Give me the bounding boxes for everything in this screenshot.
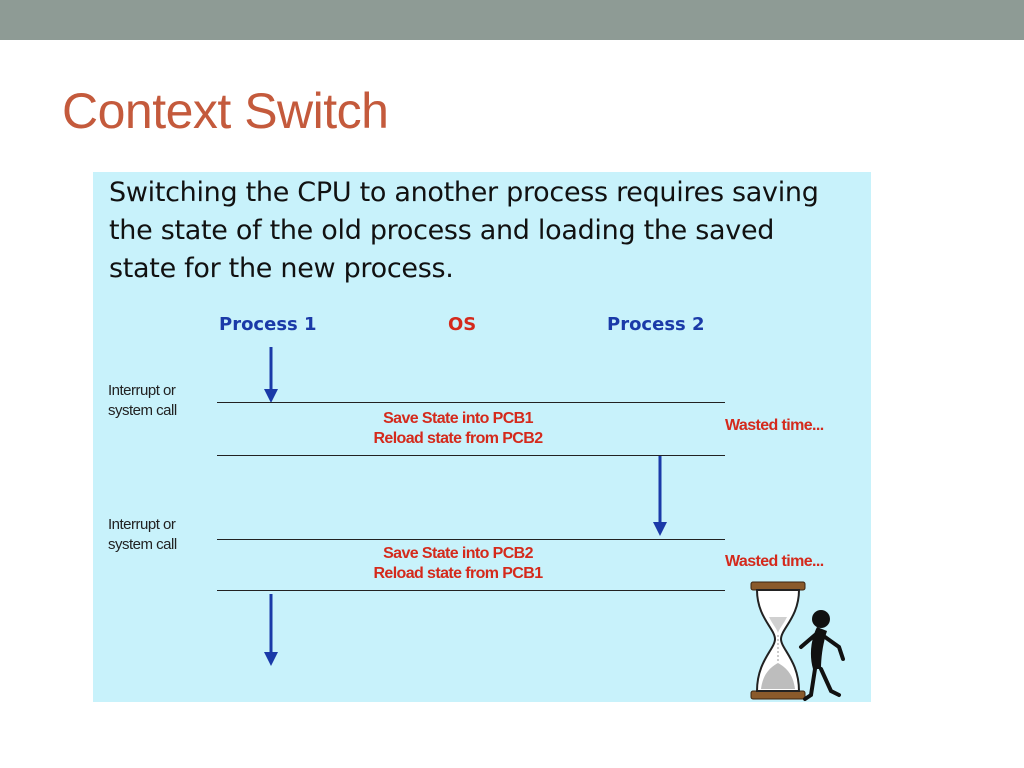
trigger-label-1-line-2: system call [108, 402, 177, 419]
down-arrow-icon [264, 347, 278, 403]
switch-1-reload-text: Reload state from PCB2 [373, 430, 543, 447]
intro-line-1: Switching the CPU to another process req… [109, 177, 819, 208]
column-header-os: OS [448, 314, 477, 335]
switch-2-save-text: Save State into PCB2 [383, 545, 533, 562]
top-bar [0, 0, 1024, 40]
down-arrow-icon [653, 456, 667, 536]
switch-2-reload-text: Reload state from PCB1 [373, 565, 543, 582]
switch-2-wasted-label: Wasted time... [725, 553, 824, 570]
switch-2-end-line [217, 590, 725, 591]
column-header-process-2: Process 2 [607, 314, 705, 335]
switch-2-start-line [217, 539, 725, 540]
switch-1-os-text: Save State into PCB1 Reload state from P… [293, 409, 623, 449]
slide-title: Context Switch [62, 83, 389, 139]
trigger-label-1: Interrupt or system call [108, 381, 177, 421]
switch-1-save-text: Save State into PCB1 [383, 410, 533, 427]
intro-text: Switching the CPU to another process req… [109, 174, 869, 288]
down-arrow-icon [264, 594, 278, 666]
intro-line-3: state for the new process. [109, 253, 454, 284]
trigger-label-2-line-1: Interrupt or [108, 516, 176, 533]
trigger-label-2-line-2: system call [108, 536, 177, 553]
switch-1-end-line [217, 455, 725, 456]
switch-1-start-line [217, 402, 725, 403]
column-header-process-1: Process 1 [219, 314, 317, 335]
switch-2-os-text: Save State into PCB2 Reload state from P… [293, 544, 623, 584]
trigger-label-2: Interrupt or system call [108, 515, 177, 555]
trigger-label-1-line-1: Interrupt or [108, 382, 176, 399]
hourglass-icon [750, 581, 845, 701]
switch-1-wasted-label: Wasted time... [725, 417, 824, 434]
intro-line-2: the state of the old process and loading… [109, 215, 775, 246]
diagram-panel: Switching the CPU to another process req… [93, 172, 871, 702]
